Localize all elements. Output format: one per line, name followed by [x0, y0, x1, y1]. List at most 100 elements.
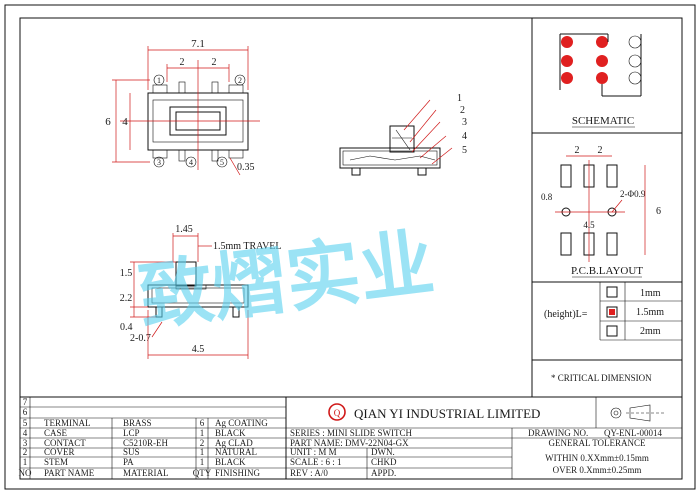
bom-row5-material: BRASS	[123, 418, 152, 428]
bom-row4-finish: BLACK	[215, 428, 246, 438]
scale: SCALE : 6 : 1	[290, 457, 342, 467]
bom-row5-finish: Ag COATING	[215, 418, 268, 428]
outer-border	[4, 4, 696, 490]
bom-row4-material: LCP	[123, 428, 140, 438]
bom-row3-no: 3	[23, 438, 28, 448]
schematic-dot	[628, 35, 642, 49]
pcb-height: 6	[656, 206, 661, 217]
bom-row1-finish: BLACK	[215, 457, 246, 467]
pcb-hole-dim: 2-Φ0.9	[620, 189, 646, 199]
projection-symbol-icon	[610, 407, 622, 419]
bom-row5-qty: 6	[200, 418, 205, 428]
bom-row2-no: 2	[23, 447, 28, 457]
bom-row4-qty: 1	[200, 428, 205, 438]
appd-label: APPD.	[371, 468, 396, 478]
pcb-pitch-b: 2	[598, 145, 603, 156]
bom-row3-material: C5210R-EH	[123, 438, 169, 448]
bom-header-part: PART NAME	[44, 468, 95, 478]
dim-pin: 2-0.7	[130, 333, 151, 344]
schematic-dot	[561, 36, 573, 48]
bom-row5-no: 5	[23, 418, 28, 428]
bom-header-finish: FINISHING	[215, 468, 261, 478]
revision: REV : A/0	[290, 468, 328, 478]
tolerance-within: WITHIN 0.XXmm±0.15mm	[545, 453, 649, 463]
bom-row1-material: PA	[123, 457, 134, 467]
schematic-dot	[628, 54, 642, 68]
height-option-1-5mm: 1.5mm	[636, 307, 664, 318]
schematic-dot	[628, 71, 642, 85]
height-option-1mm: 1mm	[640, 288, 661, 299]
logo-letter: Q	[334, 408, 341, 418]
height-option: (height)L= 1mm 1.5mm 2mm	[544, 282, 682, 341]
bom-row4-no: 4	[23, 428, 28, 438]
tolerance-over: OVER 0.Xmm±0.25mm	[553, 465, 642, 475]
critical-note: * CRITICAL DIMENSION	[551, 373, 652, 383]
bom-table: 7 6 5 TERMINAL BRASS 6 Ag COATING 4 CASE…	[19, 396, 682, 479]
circled-2: 2	[238, 76, 242, 85]
pcb-pad	[560, 164, 572, 188]
title-block: Q QIAN YI INDUSTRIAL LIMITED SERIES : MI…	[286, 397, 682, 479]
pcb-pad	[606, 232, 618, 256]
circled-4: 4	[189, 158, 193, 167]
bom-header-no: NO	[19, 468, 32, 478]
height-option-2mm: 2mm	[640, 326, 661, 337]
pcb-span: 4.5	[583, 220, 595, 230]
bom-row1-qty: 1	[200, 457, 205, 467]
bom-row6-no: 6	[23, 407, 28, 417]
schematic-dot	[596, 72, 608, 84]
bom-row3-part: CONTACT	[44, 438, 86, 448]
section-view: 1 2 3 4 5	[339, 93, 467, 176]
bom-row7-no: 7	[23, 397, 28, 407]
bom-header-qty: QTY	[193, 468, 212, 478]
bom-row2-part: COVER	[44, 447, 75, 457]
dim-stem-offset: 1.45	[175, 224, 193, 235]
circled-5: 5	[220, 158, 224, 167]
dwn-label: DWN.	[371, 447, 395, 457]
bom-row2-qty: 1	[200, 447, 205, 457]
dim-stem-height: 1.5	[120, 268, 133, 279]
schematic-dot	[596, 36, 608, 48]
bom-row3-finish: Ag CLAD	[215, 438, 253, 448]
watermark: 致熠实业	[134, 220, 438, 341]
selected-mark	[609, 309, 615, 315]
dim-terminal-width: 0.35	[237, 162, 255, 173]
dim-height: 6	[105, 116, 111, 128]
callout-3: 3	[462, 117, 467, 128]
pcb-pitch-a: 2	[575, 145, 580, 156]
pcb-pad	[606, 164, 618, 188]
chkd-label: CHKD	[371, 457, 397, 467]
bom-row2-finish: NATURAL	[215, 447, 257, 457]
bom-row1-no: 1	[23, 457, 28, 467]
top-view: 1 2 3 4 5 7.1 2 2 6 4 0.35	[105, 38, 260, 176]
height-2mm-checkbox	[606, 325, 618, 337]
pcb-layout: 2 2 0.8 2-Φ0.9 4.5 6 P.C.B.LAYOUT	[541, 145, 661, 278]
callout-2: 2	[460, 105, 465, 116]
circled-3: 3	[157, 158, 161, 167]
drawing-no-label: DRAWING NO.	[528, 428, 588, 438]
bom-row4-part: CASE	[44, 428, 68, 438]
schematic-label: SCHEMATIC	[572, 115, 634, 127]
dim-base: 4.5	[192, 344, 205, 355]
height-label: (height)L=	[544, 309, 588, 320]
pcb-pad	[560, 232, 572, 256]
dim-pitch-a: 2	[180, 57, 185, 68]
dim-leg: 0.4	[120, 322, 133, 333]
unit: UNIT : M M	[290, 447, 337, 457]
schematic: SCHEMATIC	[559, 33, 642, 128]
bom-row2-material: SUS	[123, 447, 140, 457]
circled-1: 1	[157, 76, 161, 85]
height-1-5mm-checkbox	[606, 306, 618, 318]
dim-inner-height: 4	[122, 116, 128, 128]
bom-row1-part: STEM	[44, 457, 68, 467]
series: SERIES : MINI SLIDE SWITCH	[290, 428, 412, 438]
bom-row5-part: TERMINAL	[44, 418, 91, 428]
schematic-dot	[561, 72, 573, 84]
dim-pitch-b: 2	[212, 57, 217, 68]
company-logo	[328, 403, 346, 421]
bom-row3-qty: 2	[200, 438, 205, 448]
dim-width: 7.1	[191, 38, 205, 50]
schematic-dot	[561, 55, 573, 67]
bom-header-material: MATERIAL	[123, 468, 169, 478]
company-name: QIAN YI INDUSTRIAL LIMITED	[354, 406, 540, 421]
